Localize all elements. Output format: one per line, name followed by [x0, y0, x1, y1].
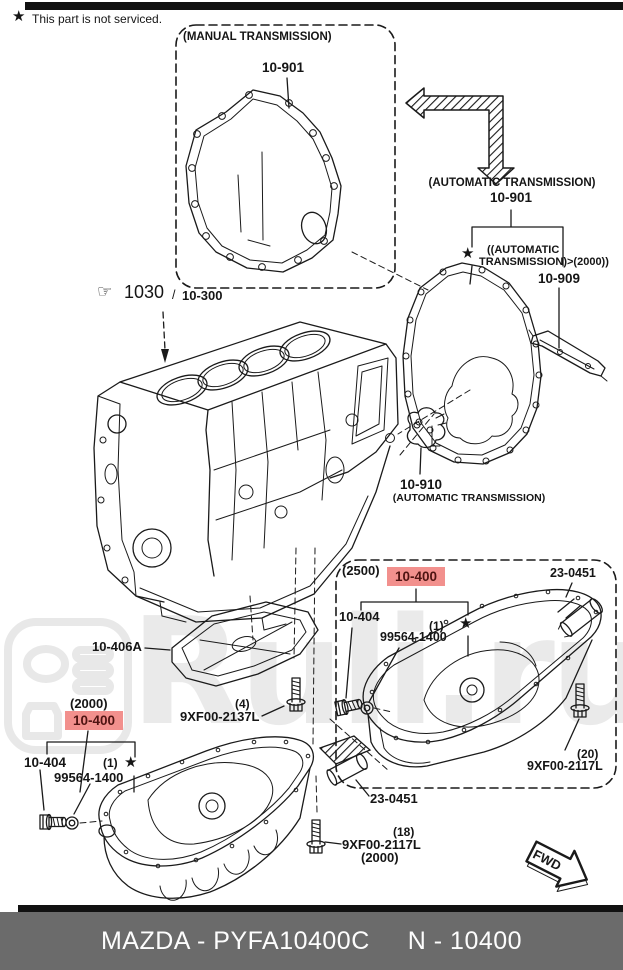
star-2500-icon: ★ [459, 614, 473, 632]
sensor-10-910-drawing [407, 408, 446, 474]
watermark-logo-icon [0, 588, 623, 798]
service-note: This part is not serviced. [32, 12, 163, 26]
part-number-9XF00-2137L: 9XF00-2137L [180, 709, 260, 724]
washer-qty-2000: (1) [103, 756, 118, 770]
at-cond-line2: TRANSMISSION)>(2000)) [479, 256, 609, 268]
block-ref-number: 1030 [124, 282, 165, 302]
fwd-arrow-icon: FWD [521, 834, 599, 903]
washer-qty-2500: (1) [429, 619, 444, 633]
part-number-99564-1400-2000: 99564-1400 [54, 770, 124, 785]
box-2500 [336, 560, 616, 788]
top-divider-bar [25, 2, 623, 10]
oil-pan-2500-drawing [363, 590, 601, 767]
part-number-10-404-2000: 10-404 [24, 755, 67, 770]
at-cond-star-icon: ★ [461, 244, 475, 262]
automatic-transmission-leaders [470, 210, 563, 348]
part-number-10-404-2500: 10-404 [339, 609, 380, 624]
block-ref-arrow [161, 312, 169, 363]
manual-transmission-box [176, 25, 395, 288]
note-star-icon: ★ [12, 7, 26, 25]
box-2500-title: (2500) [342, 563, 380, 578]
labels-2000-leaders [39, 677, 341, 854]
part-number-10-901-mt: 10-901 [262, 60, 305, 75]
bracket-10-909-drawing [529, 330, 607, 381]
part-number-10-909: 10-909 [538, 271, 581, 286]
part-number-23-0451-2500: 23-0451 [550, 566, 596, 580]
oil-funnel-2500-drawing [556, 583, 604, 640]
part-number-10-901-at: 10-901 [489, 190, 533, 205]
end-plate-manual-drawing [186, 78, 341, 272]
footer-bar: MAZDA - PYFA10400C N - 10400 [0, 912, 623, 970]
part-number-99564-1400-2500: 99564-1400 [380, 630, 447, 644]
labels-2500-leaders [334, 589, 590, 750]
footer-divider-bar [18, 905, 623, 912]
block-ref-separator: / [172, 288, 176, 302]
bolt-qty-2500: (20) [577, 747, 599, 761]
bolt18-note: (2000) [361, 850, 399, 865]
end-plate-automatic-drawing [352, 252, 542, 464]
part-number-10-300: 10-300 [182, 288, 223, 303]
star-2000-icon: ★ [124, 753, 138, 771]
parts-diagram-artwork: FWD [39, 0, 623, 905]
baffle-plate-drawing [145, 602, 318, 686]
footer-brand-code: MAZDA - PYFA10400C [100, 926, 370, 955]
oil-pan-2000-drawing [99, 737, 313, 900]
footer-catalog-code: N - 10400 [407, 926, 523, 955]
direction-hatched-arrow-icon [406, 88, 514, 184]
part-number-10-400-2000-highlight[interactable]: 10-400 [65, 711, 124, 730]
part-number-10-406A: 10-406A [92, 639, 142, 654]
part-number-23-0451-2000: 23-0451 [370, 791, 418, 806]
pointing-hand-icon: ☞ [97, 282, 113, 302]
bolt18-qty: (18) [393, 825, 415, 839]
at-cond-line1: ((AUTOMATIC [487, 244, 560, 256]
group-2000-title: (2000) [70, 696, 108, 711]
manual-box-title: (MANUAL TRANSMISSION) [183, 31, 332, 43]
part-number-10-910: 10-910 [399, 477, 443, 492]
part-number-10-400-2500-highlight[interactable]: 10-400 [387, 567, 446, 586]
watermark-text: Ruli.ru [130, 586, 623, 758]
at-title: (AUTOMATIC TRANSMISSION) [428, 177, 596, 189]
engine-block-drawing [94, 322, 398, 812]
part-number-9XF00-2117L-2000: 9XF00-2117L [342, 837, 421, 852]
at-sensor-note: (AUTOMATIC TRANSMISSION) [392, 492, 546, 504]
watermark: Ruli.ru [0, 588, 623, 798]
bolt4-qty: (4) [235, 697, 250, 711]
part-number-9XF00-2117L-2500: 9XF00-2117L [527, 759, 603, 773]
oil-funnel-2000-drawing [320, 736, 370, 796]
